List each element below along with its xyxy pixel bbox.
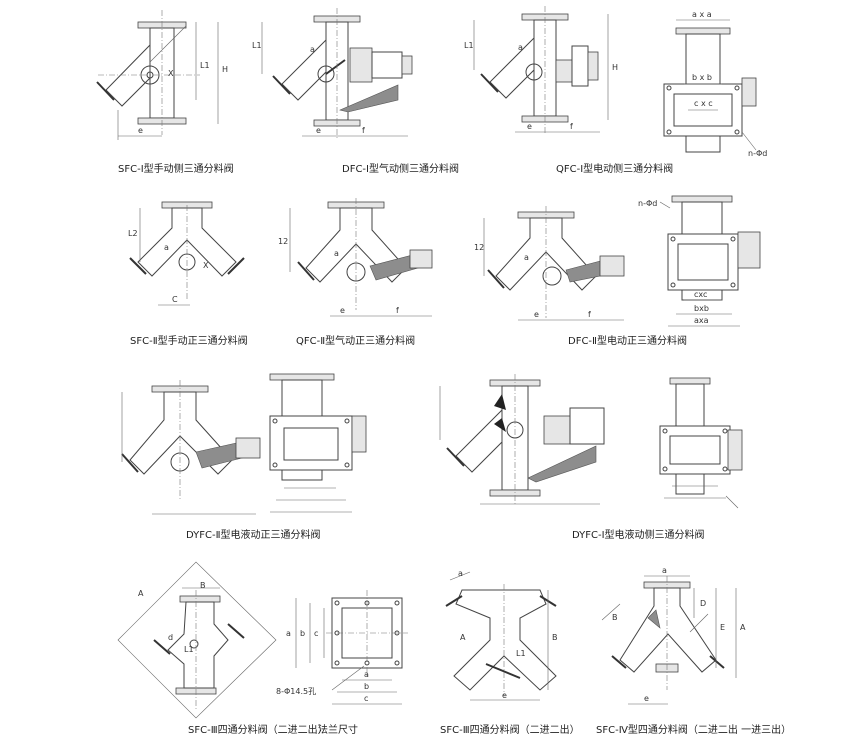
figure-sfc3b: a A B L1 e SFC-Ⅲ四通分料阀（二进二出） — [440, 569, 580, 736]
fig3-label-3: H — [612, 63, 618, 72]
fig14-label-6: c — [364, 694, 368, 703]
figure-dyfc2: DYFC-Ⅱ型电液动正三通分料阀 — [121, 380, 321, 541]
fig15-label-1: a — [458, 569, 463, 578]
fig13-label-3: d — [168, 633, 173, 642]
fig15-label-3: B — [552, 633, 558, 642]
figure-flange-size: a b c a b c 8-Φ14.5孔 法兰尺寸 — [276, 590, 408, 736]
fig9-caption: DYFC-Ⅱ型电液动正三通分料阀 — [186, 528, 321, 541]
figure-sfc2: L2 a X C SFC-Ⅱ型手动正三通分料阀 — [128, 201, 248, 347]
figure-dfc1: L1 a e f DFC-Ⅰ型气动侧三通分料阀 — [252, 8, 459, 175]
fig14-label-7: 8-Φ14.5孔 — [276, 687, 316, 696]
fig8-label-3: bxb — [694, 304, 709, 313]
fig16-label-4: E — [720, 623, 725, 632]
fig3-label-1: L1 — [464, 41, 474, 50]
fig2-label-4: f — [362, 126, 365, 135]
fig7-caption: DFC-Ⅱ型电动正三通分料阀 — [568, 334, 687, 347]
fig1-label-3: e — [138, 126, 143, 135]
fig5-caption: SFC-Ⅱ型手动正三通分料阀 — [130, 334, 248, 347]
fig16-caption: SFC-Ⅳ型四通分料阀（二进二出 一进三出） — [596, 723, 791, 736]
fig15-label-4: L1 — [516, 649, 526, 658]
figure-qfc1: L1 a H e f QFC-Ⅰ型电动侧三通分料阀 — [464, 6, 673, 175]
fig4-label-1: a x a — [692, 10, 712, 19]
fig11-caption: DYFC-Ⅰ型电液动侧三通分料阀 — [572, 528, 705, 541]
figure-flange-1: a x a b x b c x c n-Φd — [663, 10, 767, 158]
fig5-label-3: X — [203, 261, 209, 270]
fig1-label-4: X — [168, 69, 174, 78]
figure-dyfc1: DYFC-Ⅰ型电液动侧三通分料阀 — [439, 374, 705, 541]
fig2-caption: DFC-Ⅰ型气动侧三通分料阀 — [342, 162, 459, 175]
fig2-label-1: L1 — [252, 41, 262, 50]
fig16-label-1: a — [662, 566, 667, 575]
fig14-label-3: c — [314, 629, 318, 638]
figure-flange-3 — [269, 373, 367, 513]
fig4-label-3: c x c — [694, 99, 713, 108]
fig5-label-1: L2 — [128, 229, 138, 238]
fig3-label-2: a — [518, 43, 523, 52]
fig13-label-1: A — [138, 589, 144, 598]
fig6-caption: QFC-Ⅱ型气动正三通分料阀 — [296, 334, 415, 347]
fig16-label-5: A — [740, 623, 746, 632]
fig15-label-2: A — [460, 633, 466, 642]
fig8-label-2: cxc — [694, 290, 707, 299]
fig4-label-2: b x b — [692, 73, 712, 82]
fig16-label-6: e — [644, 694, 649, 703]
figure-sfc3: A B d L1 SFC-Ⅲ四通分料阀（二进二出） — [117, 561, 328, 736]
fig14-label-2: b — [300, 629, 305, 638]
fig5-label-2: a — [164, 243, 169, 252]
figure-flange-4 — [659, 377, 743, 509]
fig14-caption: 法兰尺寸 — [318, 723, 358, 736]
fig13-caption: SFC-Ⅲ四通分料阀（二进二出） — [188, 723, 328, 736]
fig7-label-2: a — [524, 253, 529, 262]
figure-qfc2: 12 a e f QFC-Ⅱ型气动正三通分料阀 — [278, 198, 433, 347]
fig3-label-5: f — [570, 122, 573, 131]
fig14-label-4: a — [364, 670, 369, 679]
fig4-label-4: n-Φd — [748, 149, 767, 158]
fig2-label-3: e — [316, 126, 321, 135]
fig14-label-1: a — [286, 629, 291, 638]
figure-sfc1: L1 H e X SFC-Ⅰ型手动侧三通分料阀 — [96, 10, 234, 175]
fig6-label-3: e — [340, 306, 345, 315]
figure-dfc2: 12 a e f DFC-Ⅱ型电动正三通分料阀 — [474, 206, 687, 347]
fig14-label-5: b — [364, 682, 369, 691]
figure-flange-2: n-Φd cxc bxb axa — [638, 195, 761, 327]
fig7-label-1: 12 — [474, 243, 484, 252]
figure-sfc4: a B D E A e SFC-Ⅳ型四通分料阀（二进二出 一进三出） — [596, 566, 791, 736]
fig15-caption: SFC-Ⅲ四通分料阀（二进二出） — [440, 723, 580, 736]
fig16-label-3: D — [700, 599, 706, 608]
fig1-caption: SFC-Ⅰ型手动侧三通分料阀 — [118, 162, 234, 175]
fig8-label-4: axa — [694, 316, 709, 325]
fig6-label-4: f — [396, 306, 399, 315]
fig1-label-1: L1 — [200, 61, 210, 70]
fig7-label-4: f — [588, 310, 591, 319]
fig6-label-2: a — [334, 249, 339, 258]
fig13-label-2: B — [200, 581, 206, 590]
fig6-label-1: 12 — [278, 237, 288, 246]
fig7-label-3: e — [534, 310, 539, 319]
fig2-label-2: a — [310, 45, 315, 54]
fig1-label-2: H — [222, 65, 228, 74]
fig3-label-4: e — [527, 122, 532, 131]
fig8-label-1: n-Φd — [638, 199, 657, 208]
fig3-caption: QFC-Ⅰ型电动侧三通分料阀 — [556, 162, 673, 175]
fig15-label-5: e — [502, 691, 507, 700]
fig13-label-4: L1 — [184, 645, 194, 654]
fig16-label-2: B — [612, 613, 618, 622]
fig5-label-4: C — [172, 295, 178, 304]
